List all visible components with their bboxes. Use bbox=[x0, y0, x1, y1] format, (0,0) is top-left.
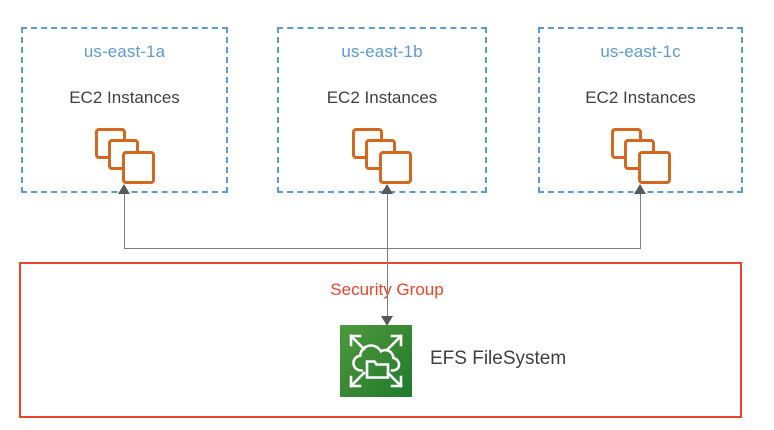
ec2-instances-label: EC2 Instances bbox=[585, 88, 696, 107]
security-group-box bbox=[19, 262, 742, 418]
ec2-instances-icon bbox=[610, 128, 673, 184]
connector-riser-us-east-1b bbox=[387, 193, 388, 249]
connector-arrowhead-efs bbox=[381, 316, 393, 326]
efs-filesystem-label: EFS FileSystem bbox=[430, 348, 567, 369]
ec2-square-front bbox=[121, 151, 155, 184]
ec2-square-front bbox=[379, 151, 412, 184]
efs-icon-glyph bbox=[349, 334, 403, 388]
ec2-instances-icon bbox=[352, 128, 414, 184]
ec2-instances-label: EC2 Instances bbox=[69, 88, 180, 107]
connector-arrowhead-us-east-1b bbox=[381, 184, 393, 194]
availability-zone-label: us-east-1a bbox=[83, 42, 166, 61]
availability-zone-box-us-east-1c: us-east-1c EC2 Instances bbox=[538, 27, 743, 193]
security-group-label: Security Group bbox=[330, 280, 444, 299]
connector-riser-us-east-1c bbox=[640, 193, 641, 249]
ec2-instances-label: EC2 Instances bbox=[326, 88, 438, 107]
connector-arrowhead-us-east-1c bbox=[634, 184, 646, 194]
ec2-square-front bbox=[637, 151, 671, 184]
connector-arrowhead-us-east-1a bbox=[118, 184, 130, 194]
availability-zone-box-us-east-1b: us-east-1b EC2 Instances bbox=[277, 27, 487, 193]
ec2-instances-icon bbox=[94, 128, 157, 184]
availability-zone-label: us-east-1c bbox=[600, 42, 681, 61]
connector-horizontal-bus bbox=[124, 248, 641, 249]
connector-riser-us-east-1a bbox=[124, 193, 125, 249]
connector-bus-to-efs bbox=[387, 248, 388, 318]
availability-zone-box-us-east-1a: us-east-1a EC2 Instances bbox=[21, 27, 228, 193]
efs-filesystem-icon bbox=[340, 325, 412, 397]
availability-zone-label: us-east-1b bbox=[341, 42, 423, 61]
